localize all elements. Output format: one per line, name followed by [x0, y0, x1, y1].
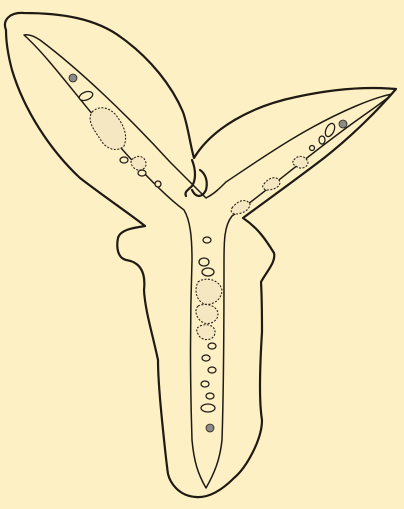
vessel-oval — [78, 90, 94, 102]
vessel-dot — [339, 120, 347, 128]
vessel-dot — [69, 74, 77, 82]
vessel-cluster — [197, 325, 215, 340]
vessel-cluster — [231, 201, 250, 214]
vessel-cluster — [263, 178, 280, 190]
vessel-oval — [208, 343, 216, 349]
vessel-oval — [202, 268, 214, 276]
vessel-oval — [138, 170, 146, 176]
upper-left-vessel-group — [69, 74, 161, 187]
vessel-cluster — [196, 304, 218, 323]
vessel-dot — [206, 424, 214, 432]
vessel-cluster — [90, 108, 125, 150]
vessel-oval — [208, 367, 216, 373]
vessel-oval — [206, 393, 214, 399]
vessel-oval — [201, 404, 215, 412]
vessel-oval — [310, 146, 315, 151]
vessel-oval — [120, 157, 128, 163]
vessel-cluster — [131, 156, 146, 170]
vessel-oval — [323, 122, 336, 138]
vessel-cluster — [196, 279, 222, 304]
vessel-oval — [199, 258, 209, 266]
stem-vessel-group — [196, 237, 222, 432]
vessel-oval — [319, 136, 325, 144]
vessel-oval — [202, 355, 210, 361]
vessel-oval — [155, 181, 161, 187]
outer-outline — [5, 13, 396, 497]
vessel-oval — [201, 381, 209, 387]
vessel-oval — [203, 237, 211, 243]
